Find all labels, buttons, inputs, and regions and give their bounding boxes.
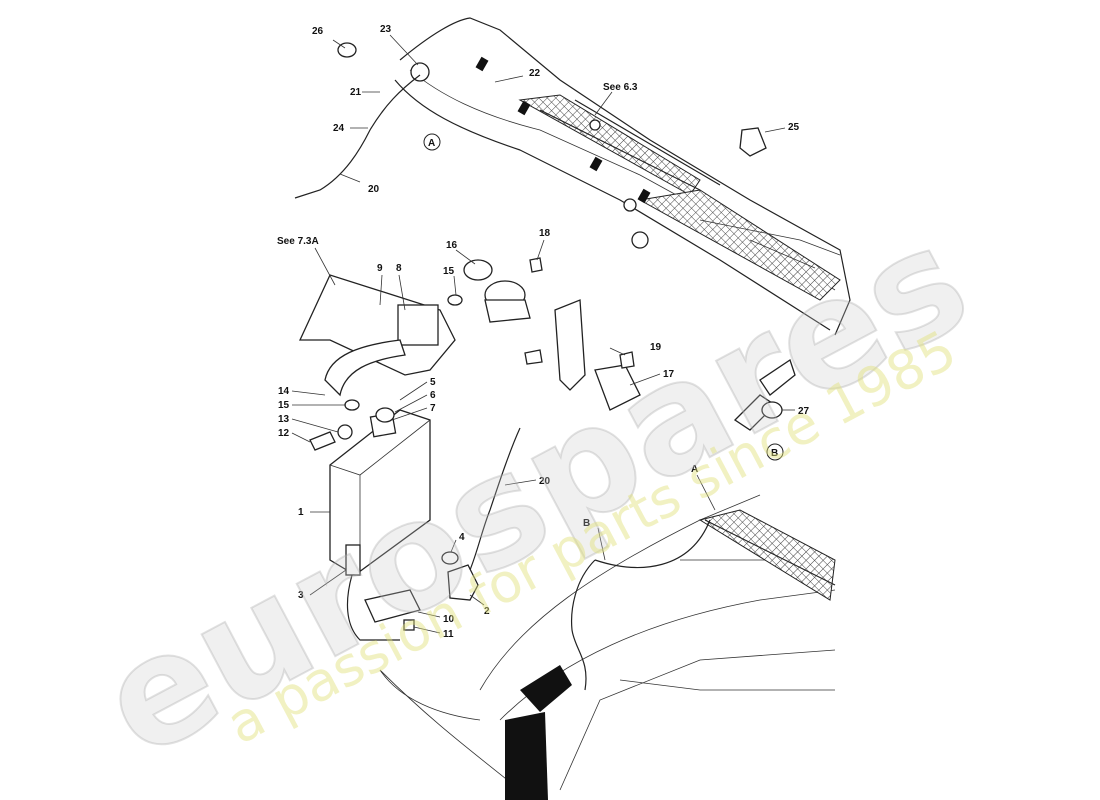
wiper-pivot-right (631, 231, 649, 249)
wiper-pivot-left (410, 62, 430, 82)
grommet-4 (441, 551, 459, 565)
callout-8: 8 (396, 263, 402, 274)
route-label-a: A (691, 464, 698, 475)
callout-16: 16 (446, 240, 458, 251)
callout-22: 22 (529, 68, 541, 79)
callout-17: 17 (663, 369, 675, 380)
reference-see-7-3a: See 7.3A (277, 236, 319, 247)
view-marker-a (423, 133, 441, 151)
filler-cap-16 (463, 259, 493, 281)
bolt-12 (309, 431, 336, 451)
callout-21: 21 (350, 87, 362, 98)
view-marker-a-label: A (428, 138, 435, 149)
callout-3: 3 (298, 590, 304, 601)
pump-2 (447, 564, 479, 601)
clip-15-upper (447, 294, 463, 306)
callout-18: 18 (539, 228, 551, 239)
bracket-17-upright (554, 299, 586, 391)
callout-12: 12 (278, 428, 290, 439)
callout-14: 14 (278, 386, 290, 397)
car-overview (379, 494, 836, 800)
callout-15-lower: 15 (278, 400, 290, 411)
callout-27: 27 (798, 406, 810, 417)
callout-4: 4 (459, 532, 465, 543)
nut-11 (403, 619, 415, 631)
callout-24: 24 (333, 123, 345, 134)
view-a-scuttle (294, 17, 851, 336)
callout-23: 23 (380, 24, 392, 35)
reservoir-installed (505, 712, 548, 800)
view-markers: A B A B (423, 133, 784, 529)
route-label-b: B (583, 518, 590, 529)
callout-9: 9 (377, 263, 383, 274)
callout-20-lower: 20 (539, 476, 551, 487)
washer-13 (337, 424, 353, 440)
washer-reservoir-assembly (298, 257, 641, 641)
view-marker-b-label: B (771, 448, 778, 459)
callout-11: 11 (443, 629, 454, 640)
reservoir-1 (329, 409, 431, 576)
plate-10 (364, 589, 421, 623)
leader-lines (291, 34, 795, 634)
view-marker-b (766, 443, 784, 461)
callout-26: 26 (312, 26, 324, 37)
reference-see-6-3: See 6.3 (603, 82, 638, 93)
bolt-19 (619, 351, 635, 369)
callout-5: 5 (430, 377, 436, 388)
callout-2: 2 (484, 606, 490, 617)
clip-25 (739, 127, 767, 157)
clip-15-lower (344, 399, 360, 411)
view-b-detail (733, 358, 796, 431)
callout-7: 7 (430, 403, 436, 414)
callout-19: 19 (650, 342, 662, 353)
filler-hose-14 (324, 339, 406, 397)
callout-1: 1 (298, 507, 304, 518)
bracket-7-3a (298, 274, 456, 376)
callout-labels: 26 23 22 21 24 20 25 See 6.3 See 7.3A 9 … (277, 24, 810, 640)
callout-25: 25 (788, 122, 800, 133)
bolt-18 (529, 257, 543, 273)
callout-6: 6 (430, 390, 436, 401)
bracket-17 (594, 364, 641, 411)
callout-13: 13 (278, 414, 290, 425)
callout-15-upper: 15 (443, 266, 455, 277)
callout-10: 10 (443, 614, 455, 625)
connector-3 (345, 544, 361, 576)
callout-20-top: 20 (368, 184, 380, 195)
